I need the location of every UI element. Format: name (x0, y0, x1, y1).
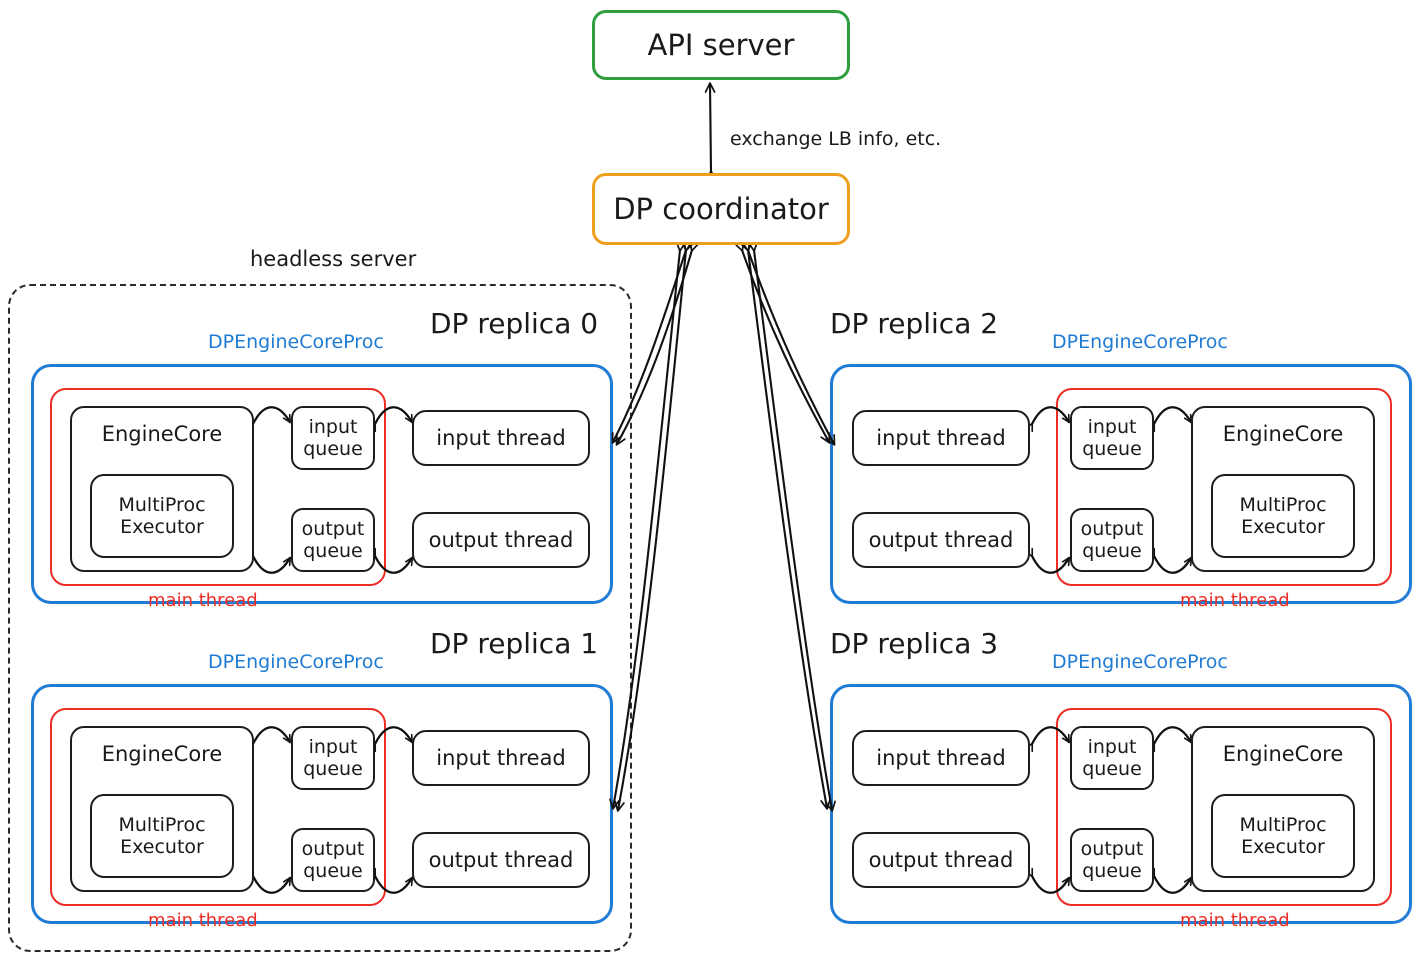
input-thread-label-r0: input thread (436, 425, 566, 450)
dpenginecoreproc-label-r1: DPEngineCoreProc (208, 651, 384, 673)
multiproc-executor-node-r3[interactable]: MultiProc Executor (1211, 794, 1355, 878)
dpenginecoreproc-label-r2: DPEngineCoreProc (1052, 331, 1228, 353)
output-queue-label-r0: output queue (301, 517, 365, 562)
edge-coordinator-replica3 (741, 240, 831, 810)
output-queue-node-r0[interactable]: output queue (291, 508, 375, 572)
multiproc-executor-node-r2[interactable]: MultiProc Executor (1211, 474, 1355, 558)
main-thread-label-r0: main thread (148, 590, 258, 611)
dp-coordinator-label: DP coordinator (613, 191, 829, 226)
dpenginecoreproc-label-r0: DPEngineCoreProc (208, 331, 384, 353)
multiproc-executor-node-r0[interactable]: MultiProc Executor (90, 474, 234, 558)
input-queue-node-r0[interactable]: input queue (291, 406, 375, 470)
output-thread-node-r3[interactable]: output thread (852, 832, 1030, 888)
input-thread-node-r2[interactable]: input thread (852, 410, 1030, 466)
output-thread-node-r1[interactable]: output thread (412, 832, 590, 888)
enginecore-label-r3: EngineCore (1222, 742, 1344, 766)
output-thread-label-r0: output thread (428, 527, 574, 552)
input-thread-node-r3[interactable]: input thread (852, 730, 1030, 786)
dp-replica-1-label: DP replica 1 (430, 627, 599, 660)
main-thread-label-r1: main thread (148, 910, 258, 931)
input-queue-label-r2: input queue (1082, 415, 1142, 460)
main-thread-boundary-r1 (50, 708, 386, 906)
edge-coordinator-replica3-b (747, 240, 836, 812)
main-thread-label-r2: main thread (1180, 590, 1290, 611)
input-queue-node-r2[interactable]: input queue (1070, 406, 1154, 470)
input-queue-label-r0: input queue (303, 415, 363, 460)
input-thread-label-r3: input thread (876, 745, 1006, 770)
multiproc-executor-label-r1: MultiProc Executor (118, 813, 206, 858)
output-queue-label-r3: output queue (1080, 837, 1144, 882)
multiproc-executor-node-r1[interactable]: MultiProc Executor (90, 794, 234, 878)
dpenginecoreproc-label-r3: DPEngineCoreProc (1052, 651, 1228, 673)
main-thread-label-r3: main thread (1180, 910, 1290, 931)
dp-coordinator-node[interactable]: DP coordinator (592, 173, 850, 245)
main-thread-boundary-r2 (1056, 388, 1392, 586)
multiproc-executor-label-r3: MultiProc Executor (1239, 813, 1327, 858)
api-server-node[interactable]: API server (592, 10, 850, 80)
output-queue-label-r2: output queue (1080, 517, 1144, 562)
output-queue-node-r2[interactable]: output queue (1070, 508, 1154, 572)
headless-server-label: headless server (250, 247, 417, 271)
dp-replica-3-label: DP replica 3 (830, 627, 999, 660)
input-thread-node-r1[interactable]: input thread (412, 730, 590, 786)
output-queue-node-r3[interactable]: output queue (1070, 828, 1154, 892)
input-thread-label-r1: input thread (436, 745, 566, 770)
output-queue-node-r1[interactable]: output queue (291, 828, 375, 892)
main-thread-boundary-r0 (50, 388, 386, 586)
input-queue-node-r3[interactable]: input queue (1070, 726, 1154, 790)
output-thread-label-r1: output thread (428, 847, 574, 872)
dp-replica-0-label: DP replica 0 (430, 307, 599, 340)
input-thread-label-r2: input thread (876, 425, 1006, 450)
dp-replica-2-label: DP replica 2 (830, 307, 999, 340)
edge-coordinator-replica2 (734, 240, 831, 444)
enginecore-label-r1: EngineCore (101, 742, 223, 766)
multiproc-executor-label-r2: MultiProc Executor (1239, 493, 1327, 538)
output-thread-node-r2[interactable]: output thread (852, 512, 1030, 568)
multiproc-executor-label-r0: MultiProc Executor (118, 493, 206, 538)
edge-api-coordinator (704, 82, 717, 181)
input-queue-label-r3: input queue (1082, 735, 1142, 780)
input-queue-node-r1[interactable]: input queue (291, 726, 375, 790)
enginecore-label-r0: EngineCore (101, 422, 223, 446)
output-thread-label-r3: output thread (868, 847, 1014, 872)
input-thread-node-r0[interactable]: input thread (412, 410, 590, 466)
output-thread-label-r2: output thread (868, 527, 1014, 552)
edge-coordinator-replica2-b (740, 240, 836, 446)
main-thread-boundary-r3 (1056, 708, 1392, 906)
output-thread-node-r0[interactable]: output thread (412, 512, 590, 568)
exchange-lb-info-label: exchange LB info, etc. (730, 128, 942, 150)
output-queue-label-r1: output queue (301, 837, 365, 882)
enginecore-label-r2: EngineCore (1222, 422, 1344, 446)
api-server-label: API server (647, 27, 795, 62)
input-queue-label-r1: input queue (303, 735, 363, 780)
